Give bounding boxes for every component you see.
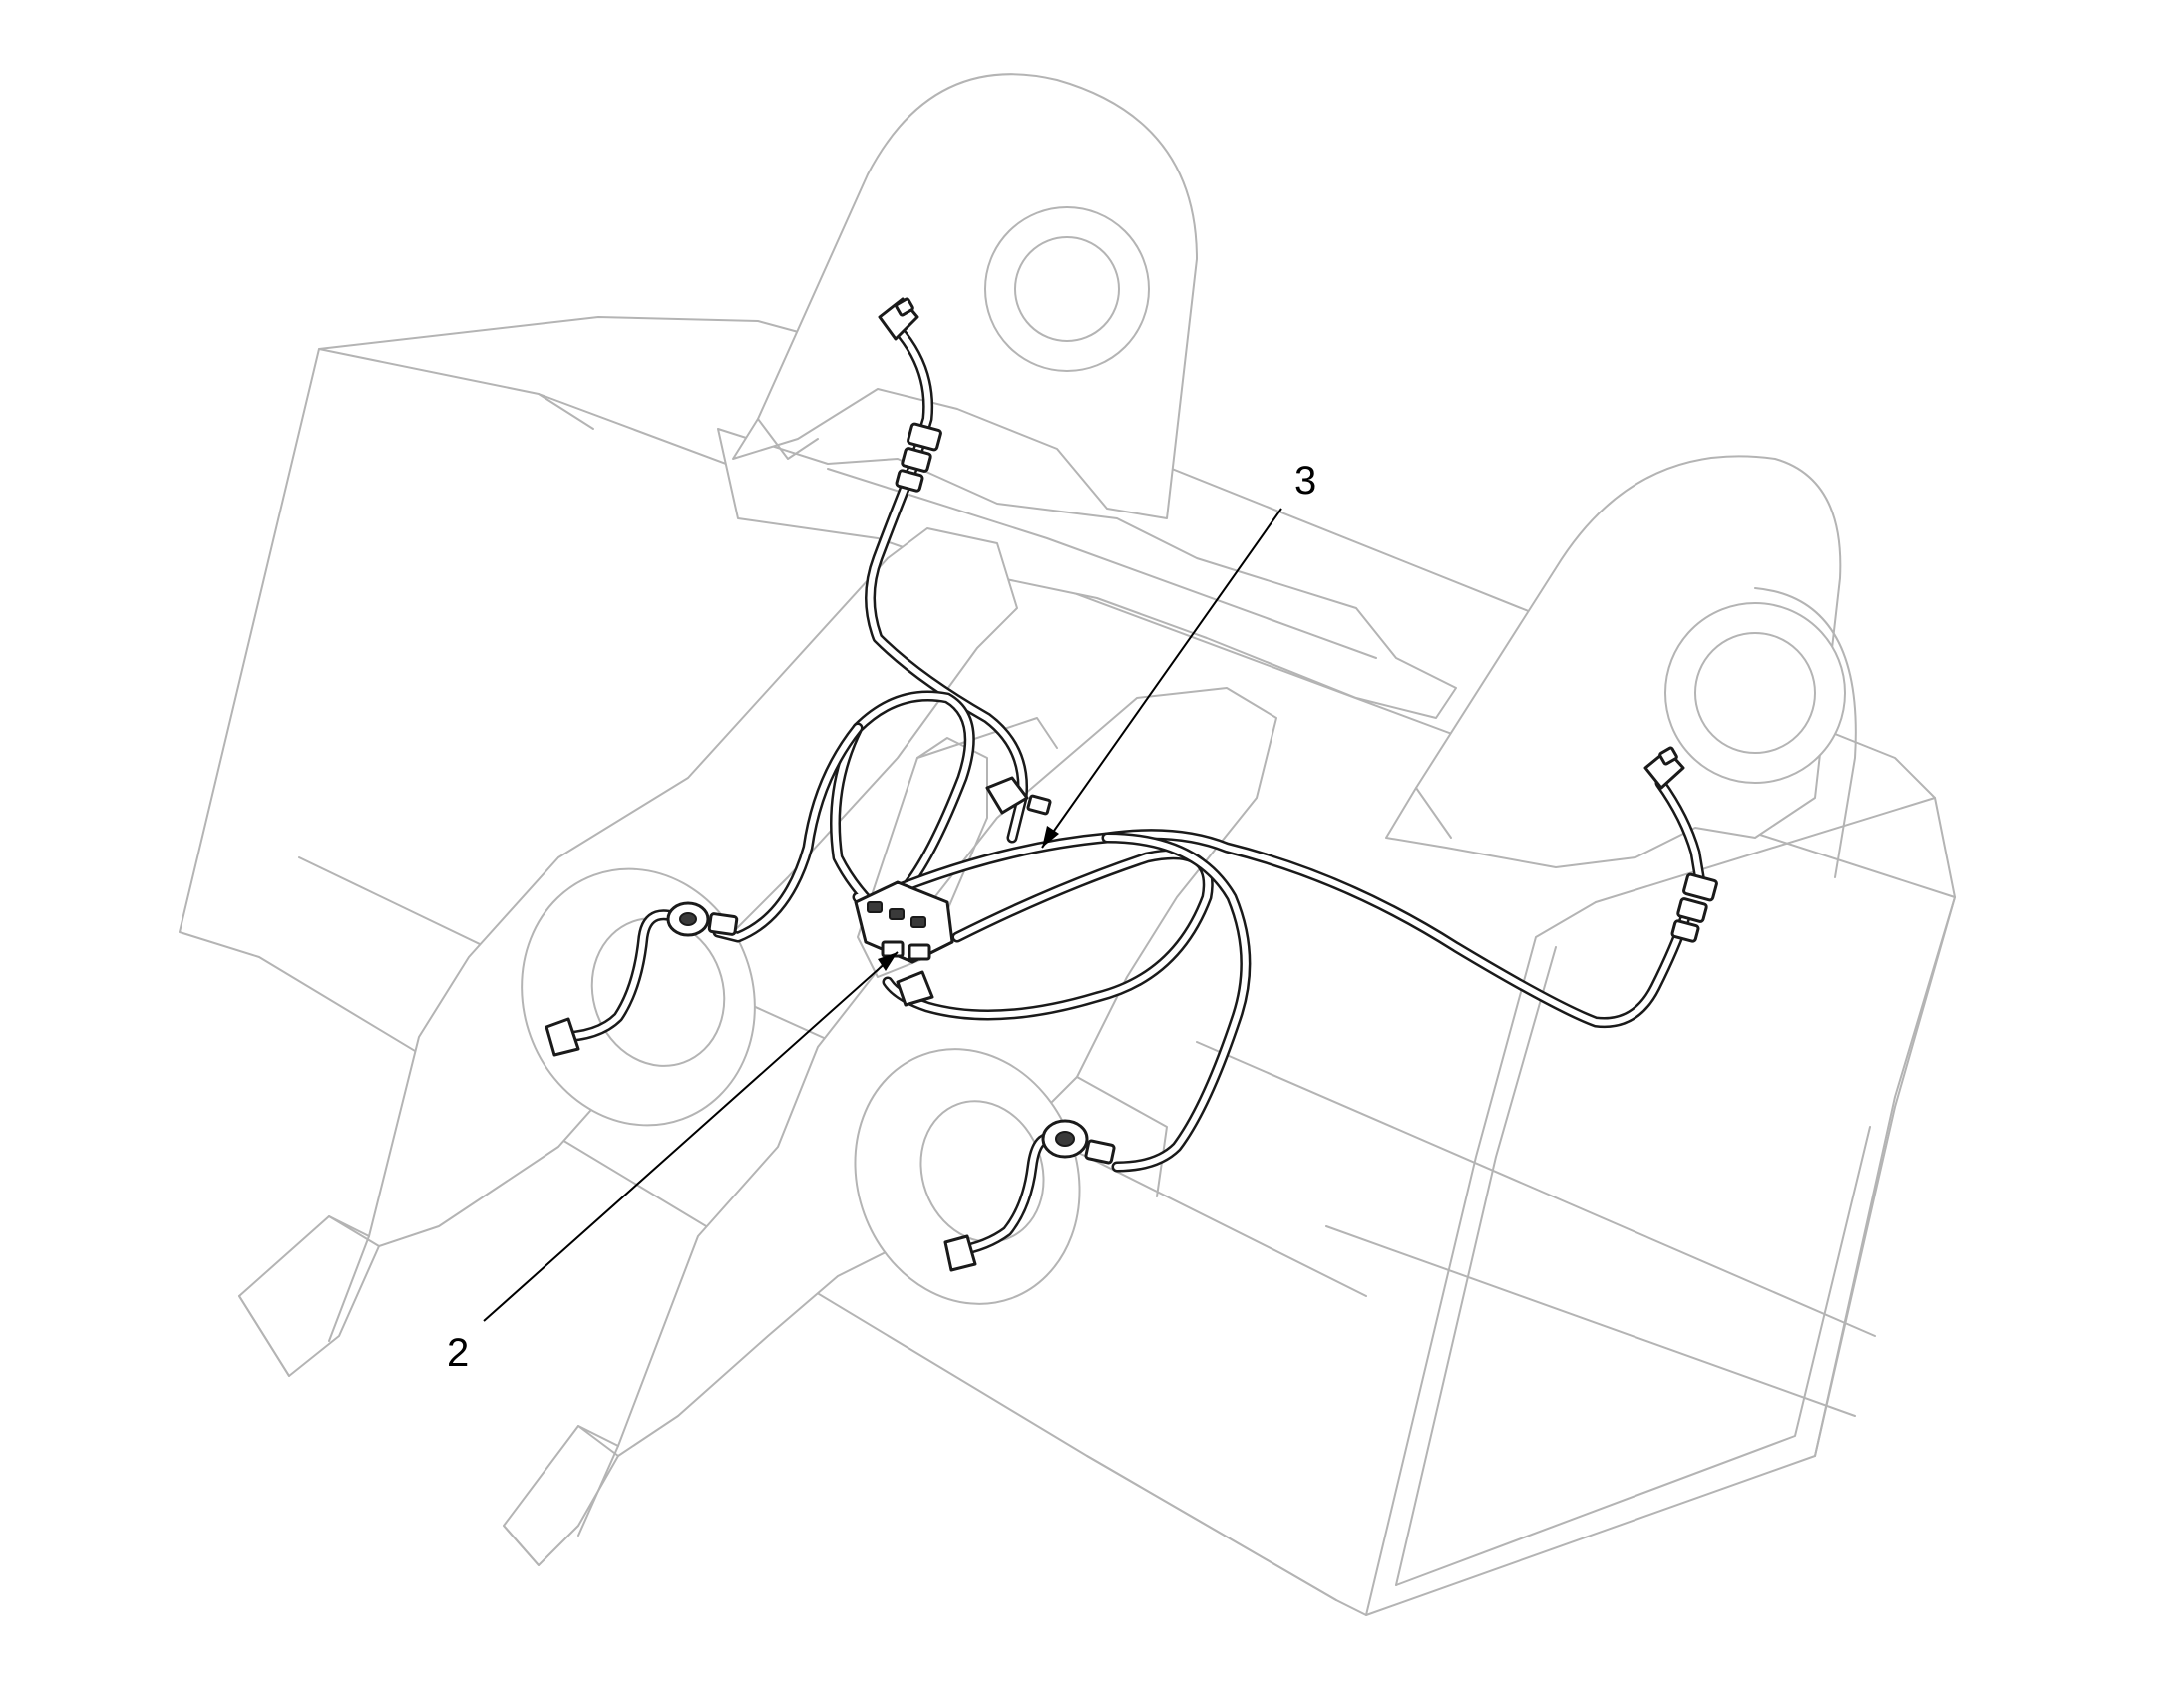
hose-long-right bbox=[872, 829, 1691, 1029]
left-boss-swivel-fitting bbox=[666, 901, 739, 937]
leader-line-2 bbox=[483, 951, 899, 1322]
hose-long-right-2 bbox=[882, 849, 1214, 1021]
callout-label-3: 3 bbox=[1294, 459, 1316, 503]
callout-labels: 3 2 bbox=[447, 459, 1316, 1375]
right-boss-swivel-fitting bbox=[1041, 1119, 1116, 1165]
right-lug-straight-fitting bbox=[1670, 872, 1718, 943]
hose-right-boss-loop bbox=[1101, 832, 1252, 1173]
top-left-elbow-fitting bbox=[878, 297, 919, 341]
top-left-straight-fitting bbox=[895, 422, 942, 493]
callout-leaders bbox=[483, 508, 1282, 1322]
hose-right-curl bbox=[951, 1132, 1068, 1257]
bucket-ghost-outline bbox=[179, 73, 1956, 1616]
hydraulic-hose-set bbox=[545, 297, 1718, 1272]
central-manifold-block bbox=[854, 880, 954, 1007]
hose-left-curl bbox=[552, 909, 694, 1043]
left-lug-pin-hole bbox=[984, 206, 1150, 372]
upper-middle-elbow-fitting bbox=[985, 776, 1052, 816]
right-lug-pin-hole bbox=[1664, 602, 1846, 784]
left-boss-elbow-tip bbox=[545, 1017, 580, 1057]
hose-upper-left bbox=[865, 323, 1029, 844]
leader-line-3 bbox=[1041, 508, 1282, 849]
right-boss-elbow-tip bbox=[943, 1234, 977, 1272]
left-lug-ear bbox=[732, 73, 1198, 519]
right-lug-elbow-fitting bbox=[1643, 746, 1685, 790]
callout-label-2: 2 bbox=[447, 1331, 469, 1375]
hose-right-lug-upper bbox=[1654, 777, 1706, 888]
